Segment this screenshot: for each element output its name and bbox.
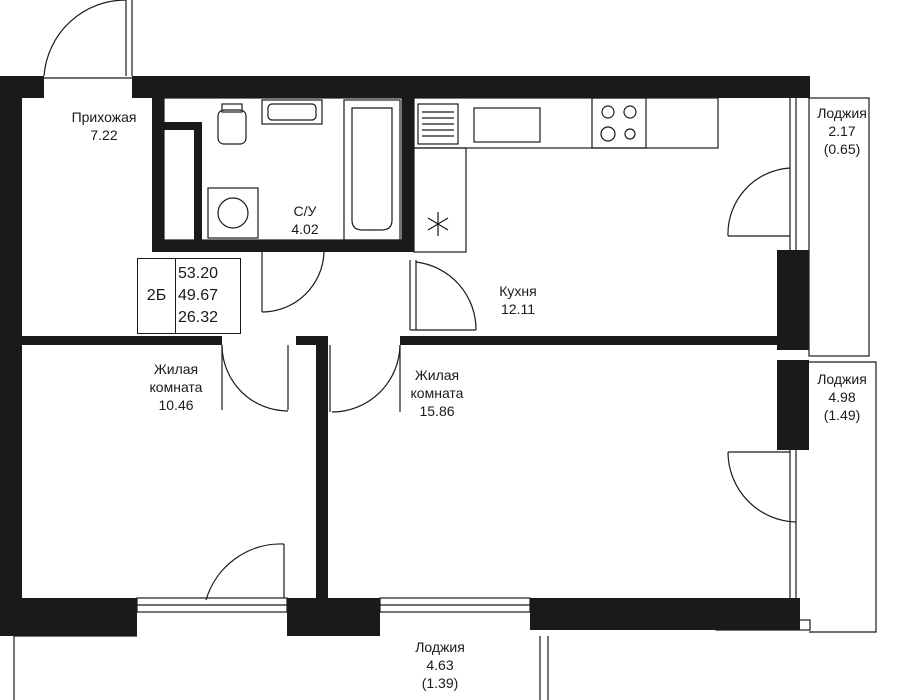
loggia-2-label: Лоджия 4.98 (1.49) xyxy=(817,370,867,424)
hallway-area: 7.22 xyxy=(90,127,118,143)
loggia-3-area: 4.63 xyxy=(426,657,454,673)
loggia-1-reduced-area: (0.65) xyxy=(823,141,861,157)
living-room-2-label: Жилая комната 15.86 xyxy=(411,366,464,420)
thin-lines xyxy=(13,0,877,700)
area-without-loggias: 49.67 xyxy=(178,287,219,304)
kitchen-area: 12.11 xyxy=(501,301,535,317)
living-room-1-name-line2: комната xyxy=(149,379,203,395)
unit-type: 2Б xyxy=(138,259,176,333)
living-room-1-label: Жилая комната 10.46 xyxy=(150,360,203,414)
loggia-1-label: Лоджия 2.17 (0.65) xyxy=(817,104,867,158)
kitchen-label: Кухня 12.11 xyxy=(499,282,536,318)
total-area: 53.20 xyxy=(178,265,219,282)
thick-walls xyxy=(0,76,810,636)
loggia-3-reduced-area: (1.39) xyxy=(421,675,459,691)
hallway-name: Прихожая xyxy=(71,109,137,125)
kitchen-name: Кухня xyxy=(499,283,537,299)
living-room-1-name-line1: Жилая xyxy=(153,361,199,377)
loggia-2-name: Лоджия xyxy=(817,371,867,387)
hallway-label: Прихожая 7.22 xyxy=(72,108,137,144)
area-values: 53.20 49.67 26.32 xyxy=(178,263,218,329)
bathroom-name: С/У xyxy=(293,203,317,219)
loggia-3-label: Лоджия 4.63 (1.39) xyxy=(415,638,465,692)
apartment-summary-box: 2Б 53.20 49.67 26.32 xyxy=(137,258,241,334)
loggia-3-name: Лоджия xyxy=(415,639,465,655)
loggia-1-area: 2.17 xyxy=(828,123,856,139)
living-room-2-area: 15.86 xyxy=(419,403,455,419)
living-room-1-area: 10.46 xyxy=(158,397,194,413)
living-room-2-name-line2: комната xyxy=(410,385,464,401)
living-room-2-name-line1: Жилая xyxy=(414,367,460,383)
bathroom-area: 4.02 xyxy=(291,221,319,237)
loggia-2-area: 4.98 xyxy=(828,389,856,405)
loggia-1-name: Лоджия xyxy=(817,105,867,121)
bathroom-label: С/У 4.02 xyxy=(291,202,318,238)
loggia-2-reduced-area: (1.49) xyxy=(823,407,861,423)
living-area: 26.32 xyxy=(178,309,219,326)
